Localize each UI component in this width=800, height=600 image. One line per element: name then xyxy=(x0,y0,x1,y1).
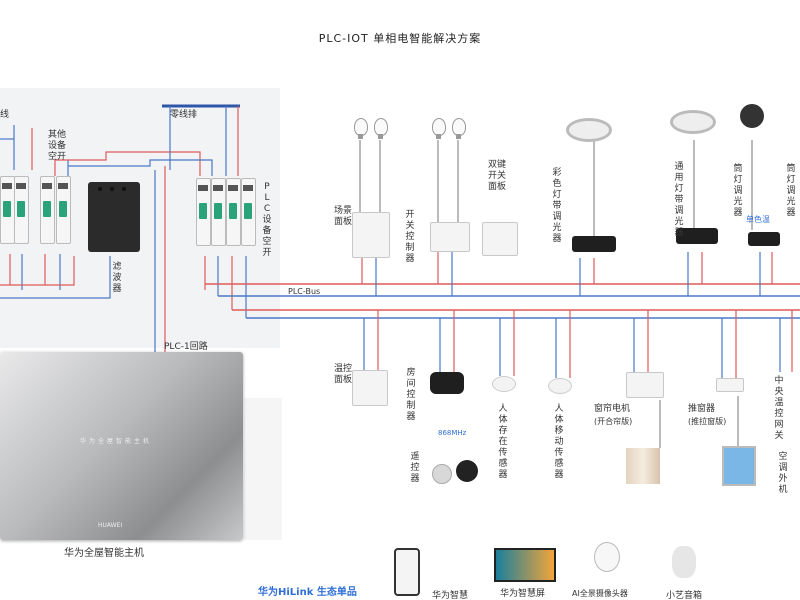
bulb-icon xyxy=(374,118,388,139)
label-plc-breaker: PLC设备空开 xyxy=(262,182,272,258)
knob-icon xyxy=(456,460,478,482)
room-controller-device xyxy=(430,372,464,394)
label-color-strip: 彩色灯带调光器 xyxy=(552,168,562,244)
plc-breaker-3 xyxy=(226,178,241,246)
plc-breaker-1 xyxy=(196,178,211,246)
led-strip-icon xyxy=(670,110,716,134)
label-scene-panel: 场景面板 xyxy=(333,206,352,227)
smart-screen-icon xyxy=(494,548,556,582)
label-ai-camera: AI全景摄像头器 xyxy=(572,589,628,598)
label-plc-bus: PLC-Bus xyxy=(288,287,321,296)
host-logo: HUAWEI xyxy=(98,522,123,529)
speaker-icon xyxy=(672,546,696,578)
bulb-icon xyxy=(452,118,466,139)
breaker-1 xyxy=(0,176,15,244)
general-strip-dimmer-device xyxy=(676,228,718,244)
host-side-bg xyxy=(244,398,282,540)
breaker-4 xyxy=(56,176,71,244)
label-curtain-motor: 窗帘电机 xyxy=(594,404,631,414)
curtain-motor-device xyxy=(626,372,664,398)
label-room-controller: 房间控制器 xyxy=(406,368,416,422)
label-general-strip: 通用灯带调光器 xyxy=(674,162,684,238)
label-switch-controller: 开关控制器 xyxy=(405,210,415,264)
thermostat-panel-device xyxy=(352,370,388,406)
label-curtain-note: (开合帘版) xyxy=(594,417,633,426)
wire-to-filter-blue xyxy=(0,256,111,299)
label-filter: 滤波器 xyxy=(112,262,122,294)
label-neutral-line: 线 xyxy=(0,110,10,120)
led-strip-icon xyxy=(566,118,612,142)
label-right-dimmer: 筒灯调光器 xyxy=(786,164,796,218)
label-remote: 遥控器 xyxy=(410,452,420,484)
camera-icon xyxy=(594,542,620,572)
wire-to-filter-red xyxy=(0,256,75,286)
label-plc-1-loop: PLC-1回路 xyxy=(164,342,208,352)
filter-device xyxy=(88,182,140,252)
breaker-3 xyxy=(40,176,55,244)
breaker-2 xyxy=(14,176,29,244)
label-smart-screen: 华为智慧屏 xyxy=(500,589,546,599)
remote-icon xyxy=(432,464,452,484)
label-huawei-smart: 华为智慧 xyxy=(432,591,469,600)
bulb-icon xyxy=(354,118,368,139)
window-icon xyxy=(722,446,756,486)
curtain-icon xyxy=(626,448,660,484)
hilink-brand: 华为HiLink 生态单品 xyxy=(258,587,357,598)
label-central-ac: 中央温控网关 xyxy=(774,376,784,441)
host-panel-text: 华为全屋智能主机 xyxy=(80,438,153,445)
host-caption: 华为全屋智能主机 xyxy=(64,548,144,559)
signal-label: 868MHz xyxy=(438,429,467,437)
label-xiaoyi: 小艺音箱 xyxy=(666,591,703,600)
label-motion-sensor: 人体移动传感器 xyxy=(554,404,564,480)
label-presence-sensor: 人体存在传感器 xyxy=(498,404,508,480)
phone-icon xyxy=(394,548,420,596)
dual-key-panel-device xyxy=(482,222,518,256)
switch-controller-device xyxy=(430,222,470,252)
smart-home-host: 华为全屋智能主机 HUAWEI xyxy=(0,352,243,540)
label-neutral-bar: 零线排 xyxy=(170,110,198,120)
motion-sensor-device xyxy=(548,378,572,394)
label-window-note: (推拉窗版) xyxy=(688,417,727,426)
plc-breaker-4 xyxy=(241,178,256,246)
color-strip-dimmer-device xyxy=(572,236,616,252)
label-other-breaker: 其他设备空开 xyxy=(48,130,67,162)
label-dual-key: 双键开关面板 xyxy=(487,160,506,192)
spotlight-icon xyxy=(740,104,764,128)
label-window-opener: 推窗器 xyxy=(688,404,716,414)
wire-top-blue xyxy=(68,159,213,176)
presence-sensor-device xyxy=(492,376,516,392)
page-title: PLC-IOT 单相电智能解决方案 xyxy=(318,32,482,45)
wire-top-red xyxy=(55,151,201,176)
label-thermostat: 温控面板 xyxy=(333,364,352,385)
bulb-icon xyxy=(432,118,446,139)
plc-breaker-2 xyxy=(211,178,226,246)
label-ac-outdoor: 空调外机 xyxy=(778,452,788,495)
spot-dimmer-device xyxy=(748,232,780,246)
window-opener-device xyxy=(716,378,744,392)
label-spot-dimmer-note: 单色温 xyxy=(746,215,770,224)
scene-panel-device xyxy=(352,212,390,258)
label-spot-dimmer: 筒灯调光器 xyxy=(733,164,743,218)
